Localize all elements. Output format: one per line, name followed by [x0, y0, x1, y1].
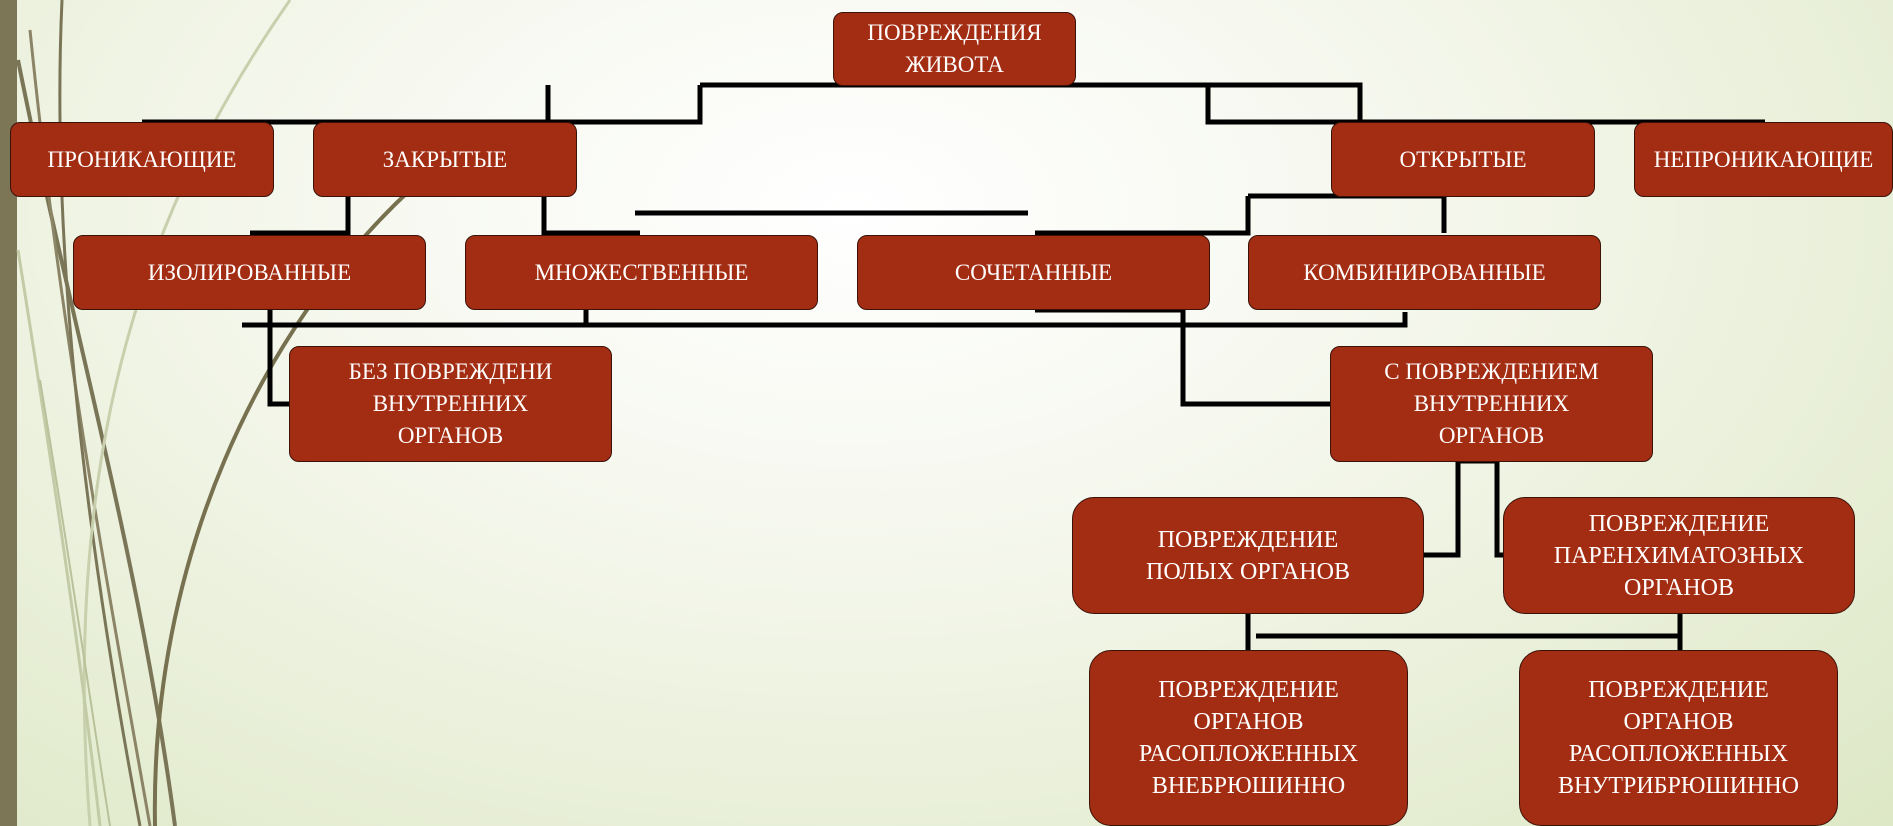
node-intraperitoneal-organ-damage: ПОВРЕЖДЕНИЕ ОРГАНОВ РАСОПЛОЖЕННЫХ ВНУТРИ… — [1519, 650, 1838, 826]
node-associated: СОЧЕТАННЫЕ — [857, 235, 1210, 310]
node-non-penetrating: НЕПРОНИКАЮЩИЕ — [1634, 122, 1893, 197]
node-open: ОТКРЫТЫЕ — [1331, 122, 1595, 197]
node-hollow-organ-damage: ПОВРЕЖДЕНИЕ ПОЛЫХ ОРГАНОВ — [1072, 497, 1424, 614]
node-retroperitoneal-organ-damage: ПОВРЕЖДЕНИЕ ОРГАНОВ РАСОПЛОЖЕННЫХ ВНЕБРЮ… — [1089, 650, 1408, 826]
slide-left-strip — [0, 0, 17, 826]
node-multiple: МНОЖЕСТВЕННЫЕ — [465, 235, 818, 310]
node-penetrating: ПРОНИКАЮЩИЕ — [10, 122, 274, 197]
node-with-internal-organ-damage: С ПОВРЕЖДЕНИЕМ ВНУТРЕННИХ ОРГАНОВ — [1330, 346, 1653, 462]
node-combined: КОМБИНИРОВАННЫЕ — [1248, 235, 1601, 310]
node-isolated: ИЗОЛИРОВАННЫЕ — [73, 235, 426, 310]
node-closed: ЗАКРЫТЫЕ — [313, 122, 577, 197]
node-abdominal-injuries: ПОВРЕЖДЕНИЯ ЖИВОТА — [833, 12, 1076, 86]
node-without-internal-organ-damage: БЕЗ ПОВРЕЖДЕНИ ВНУТРЕННИХ ОРГАНОВ — [289, 346, 612, 462]
node-parenchymal-organ-damage: ПОВРЕЖДЕНИЕ ПАРЕНХИМАТОЗНЫХ ОРГАНОВ — [1503, 497, 1855, 614]
